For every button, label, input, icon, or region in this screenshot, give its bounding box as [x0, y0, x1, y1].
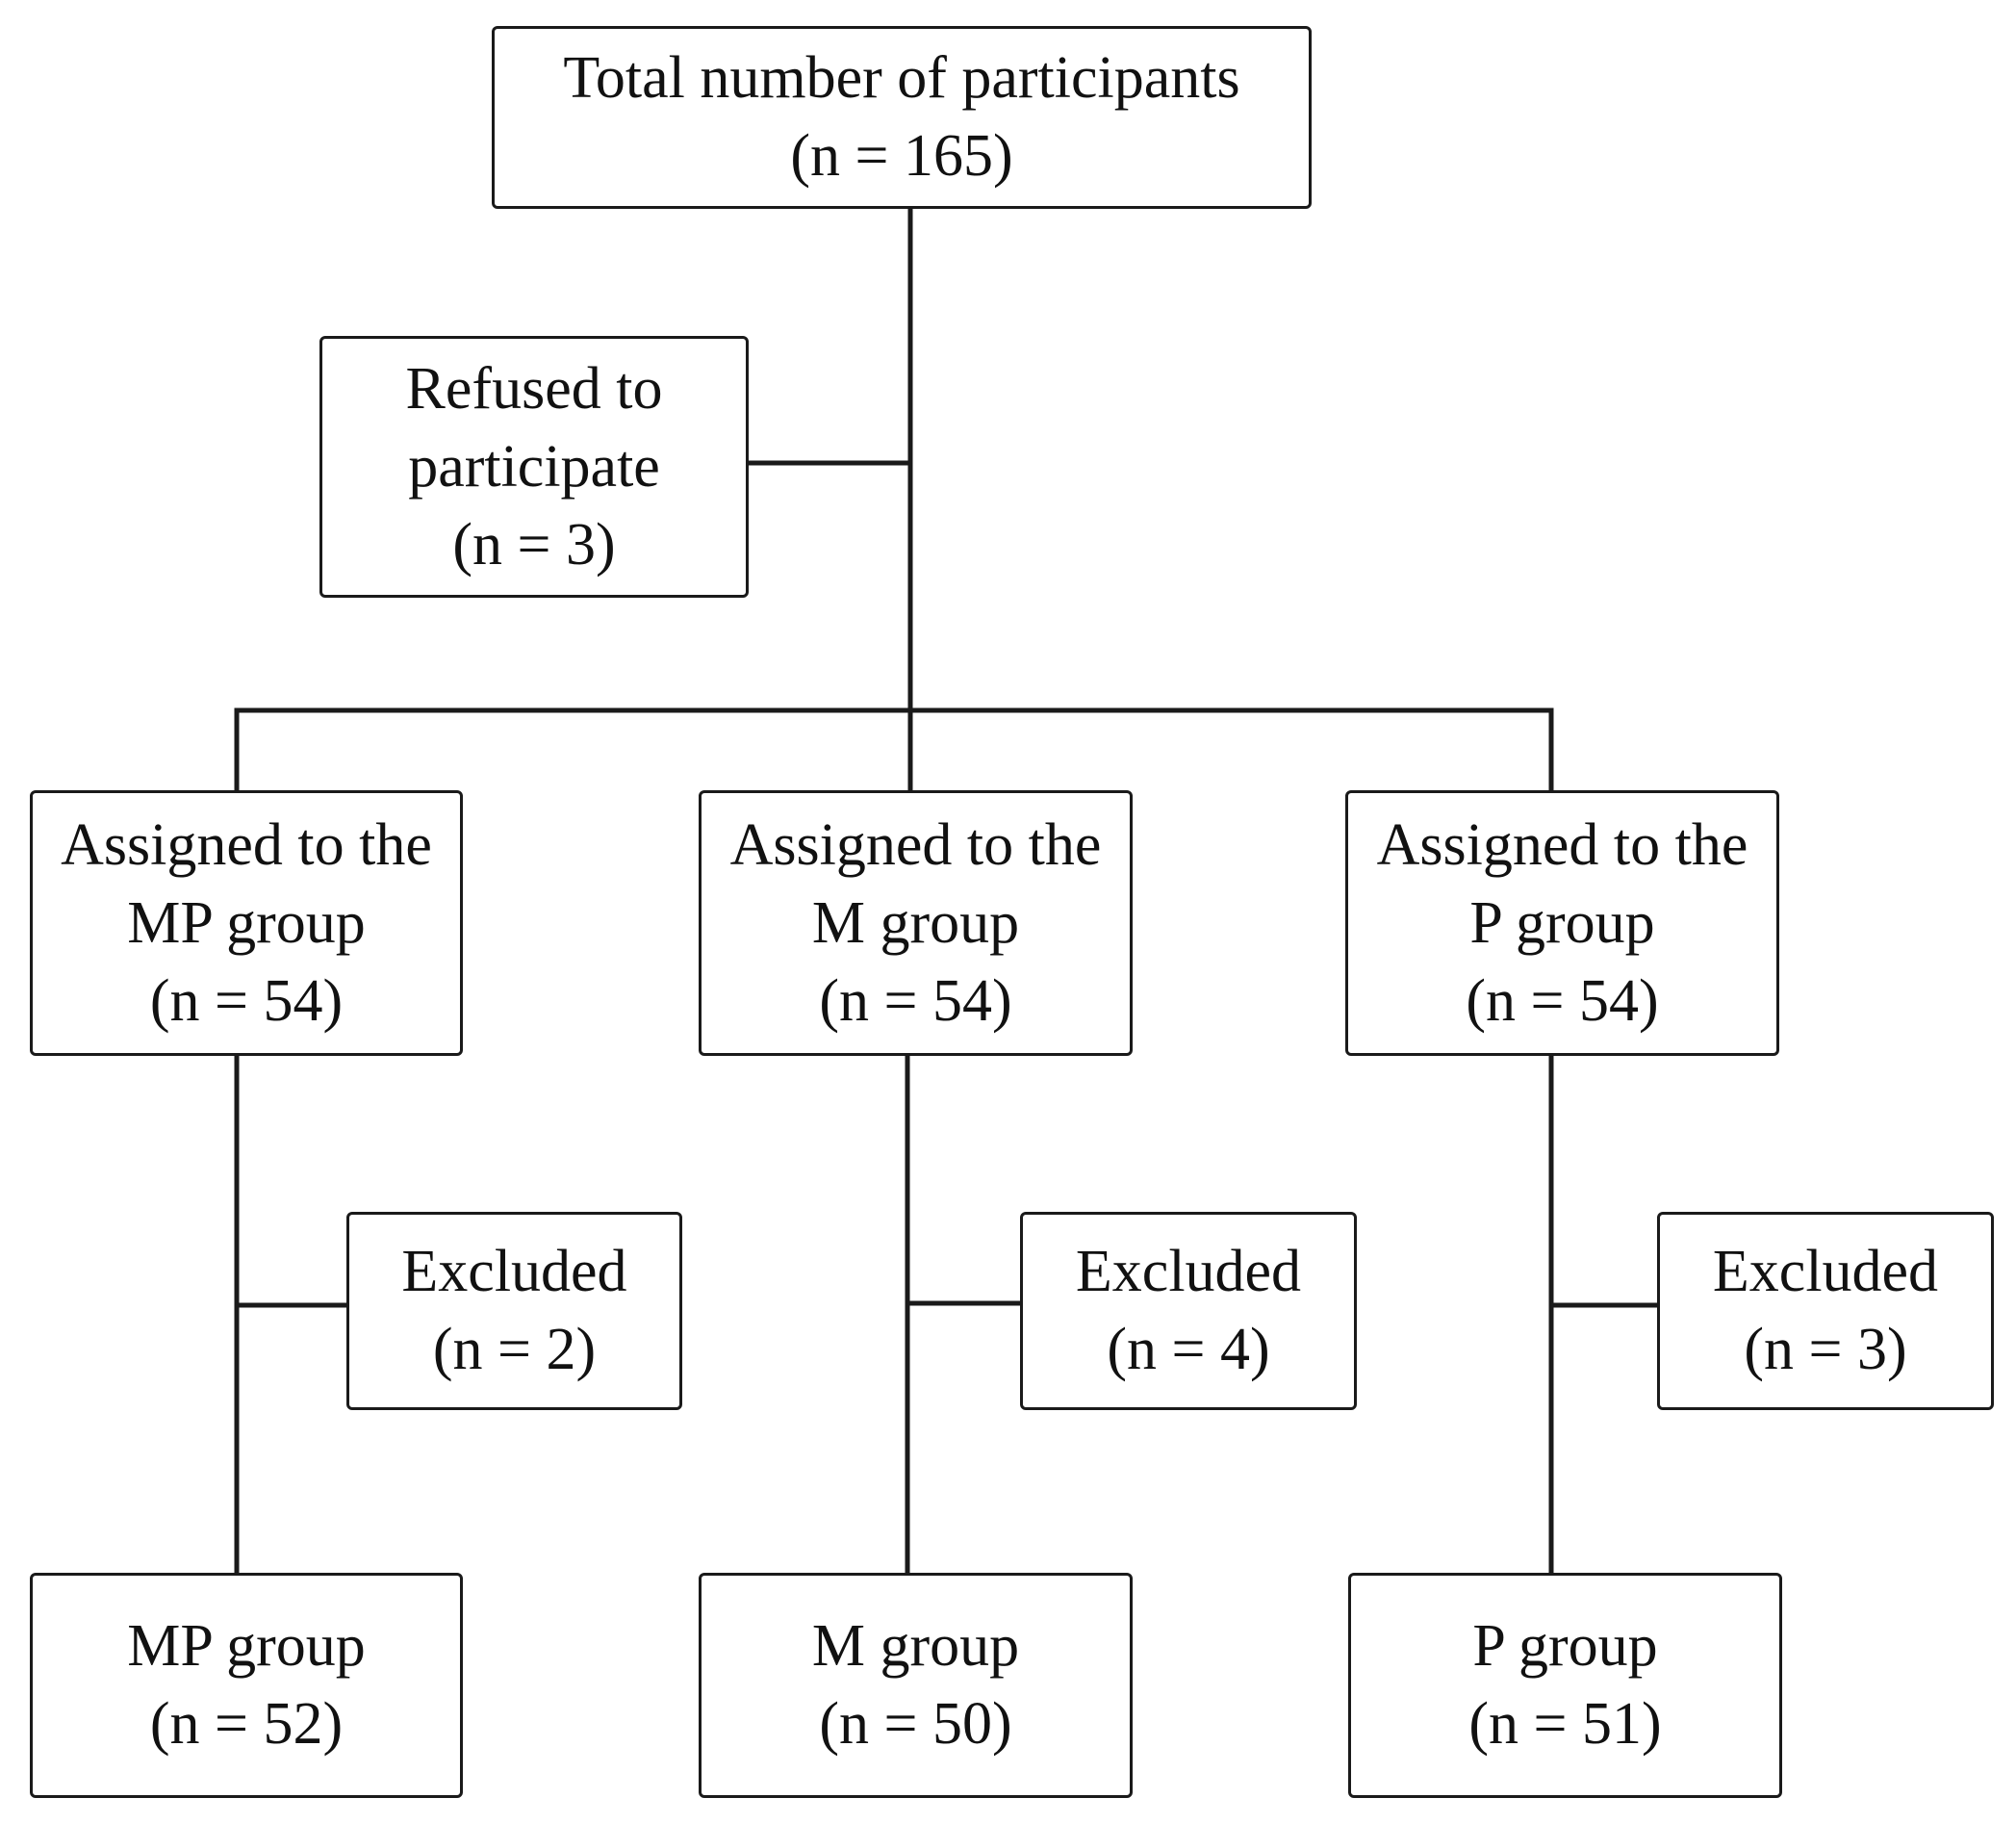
final-p-label: P group [1472, 1613, 1658, 1679]
assigned-m-box: Assigned to the M group (n = 54) [699, 790, 1133, 1056]
final-p-box: P group (n = 51) [1348, 1573, 1782, 1798]
excluded-mp-count: (n = 2) [432, 1317, 597, 1382]
assigned-p-label-line2: P group [1469, 889, 1655, 956]
assigned-mp-label-line2: MP group [127, 889, 366, 956]
refused-box: Refused to participate (n = 3) [319, 336, 749, 598]
total-participants-count: (n = 165) [790, 123, 1013, 189]
excluded-m-label: Excluded [1075, 1239, 1302, 1304]
assigned-m-label-line2: M group [811, 889, 1020, 956]
final-m-label: M group [811, 1613, 1020, 1679]
assigned-p-label-line1: Assigned to the [1376, 811, 1748, 878]
final-mp-count: (n = 52) [149, 1691, 344, 1757]
assigned-p-count: (n = 54) [1466, 967, 1659, 1034]
assigned-mp-label-line1: Assigned to the [61, 811, 432, 878]
excluded-mp-box: Excluded (n = 2) [346, 1212, 682, 1410]
excluded-p-label: Excluded [1712, 1239, 1939, 1304]
final-p-count: (n = 51) [1468, 1691, 1662, 1757]
excluded-m-box: Excluded (n = 4) [1020, 1212, 1357, 1410]
refused-count: (n = 3) [452, 511, 616, 578]
total-participants-box: Total number of participants (n = 165) [492, 26, 1312, 209]
assigned-mp-box: Assigned to the MP group (n = 54) [30, 790, 463, 1056]
final-m-count: (n = 50) [819, 1691, 1012, 1757]
final-m-box: M group (n = 50) [699, 1573, 1133, 1798]
assigned-mp-count: (n = 54) [149, 967, 344, 1034]
total-participants-label: Total number of participants [563, 45, 1240, 111]
final-mp-box: MP group (n = 52) [30, 1573, 463, 1798]
excluded-p-box: Excluded (n = 3) [1657, 1212, 1994, 1410]
refused-label-line2: participate [408, 433, 660, 500]
excluded-mp-label: Excluded [401, 1239, 627, 1304]
excluded-p-count: (n = 3) [1744, 1317, 1907, 1382]
final-mp-label: MP group [127, 1613, 366, 1679]
excluded-m-count: (n = 4) [1107, 1317, 1270, 1382]
assigned-m-label-line1: Assigned to the [729, 811, 1102, 878]
refused-label-line1: Refused to [405, 355, 663, 422]
assigned-m-count: (n = 54) [819, 967, 1012, 1034]
assigned-p-box: Assigned to the P group (n = 54) [1345, 790, 1779, 1056]
